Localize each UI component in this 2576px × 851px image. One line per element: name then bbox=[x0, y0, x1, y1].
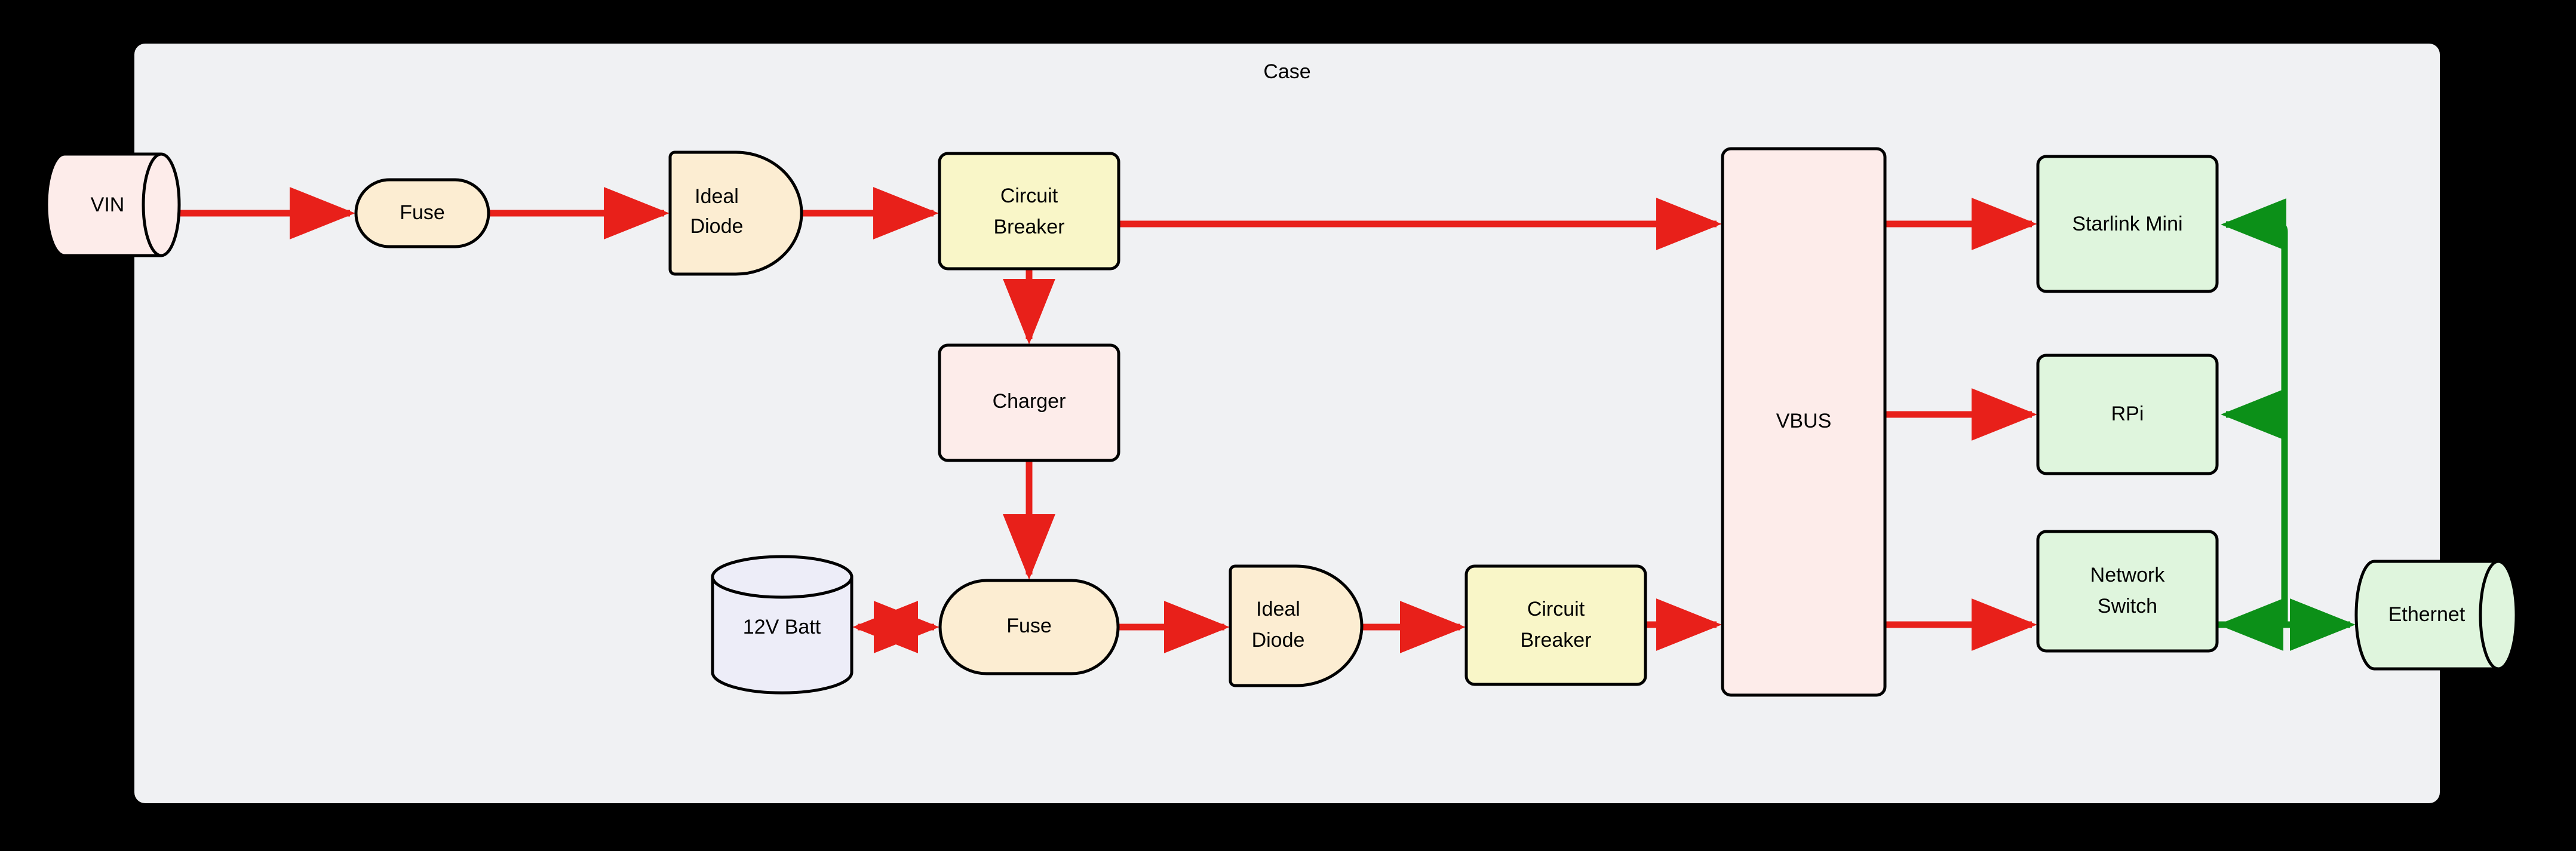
fuse-1-shape bbox=[354, 178, 490, 248]
circuit-breaker-2-shape bbox=[1464, 564, 1647, 686]
battery-top-ellipse bbox=[711, 555, 853, 599]
charger-label: Charger bbox=[993, 390, 1066, 413]
circuit-breaker-2-label-line1: Circuit bbox=[1527, 598, 1585, 620]
charger-shape bbox=[938, 343, 1120, 462]
vbus-label: VBUS bbox=[1776, 410, 1832, 432]
circuit-breaker-2-label-line2: Breaker bbox=[1520, 629, 1591, 652]
node-starlink-mini[interactable]: Starlink Mini bbox=[2036, 155, 2219, 293]
node-ethernet[interactable]: Ethernet bbox=[2354, 560, 2518, 671]
circuit-breaker-1-shape bbox=[938, 152, 1120, 271]
rpi-shape bbox=[2036, 354, 2219, 475]
network-switch-shape bbox=[2036, 530, 2219, 653]
starlink-mini-shape bbox=[2036, 155, 2219, 293]
ideal-diode-1-label-line1: Ideal bbox=[695, 185, 739, 208]
network-switch-label-line2: Switch bbox=[2098, 595, 2157, 617]
vin-label: VIN bbox=[91, 193, 125, 216]
case-label: Case bbox=[1263, 60, 1310, 83]
fuse-2-shape bbox=[938, 579, 1120, 675]
node-charger[interactable]: Charger bbox=[938, 343, 1120, 462]
data-edges bbox=[2217, 198, 2356, 651]
fuse-2-label: Fuse bbox=[1006, 615, 1052, 637]
node-circuit-breaker-2[interactable]: Circuit Breaker bbox=[1464, 564, 1647, 686]
power-edges bbox=[179, 187, 2037, 653]
node-fuse-1[interactable]: Fuse bbox=[354, 178, 490, 248]
node-network-switch[interactable]: Network Switch bbox=[2036, 530, 2219, 653]
edge-network-switch-to-starlink bbox=[2217, 198, 2288, 628]
battery-body bbox=[711, 575, 853, 695]
node-vin[interactable]: VIN bbox=[45, 152, 181, 257]
ideal-diode-1-label-line2: Diode bbox=[690, 215, 744, 238]
vbus-shape bbox=[1721, 147, 1887, 697]
ideal-diode-2-label-line1: Ideal bbox=[1256, 598, 1300, 620]
node-ideal-diode-1[interactable]: Ideal Diode bbox=[668, 150, 803, 276]
ethernet-label: Ethernet bbox=[2388, 603, 2466, 626]
circuit-breaker-1-label-line1: Circuit bbox=[1000, 185, 1058, 207]
rpi-label: RPi bbox=[2111, 403, 2144, 425]
starlink-mini-label: Starlink Mini bbox=[2072, 213, 2182, 235]
network-switch-label-line1: Network bbox=[2090, 564, 2166, 586]
circuit-breaker-1-label-line2: Breaker bbox=[993, 216, 1064, 238]
node-vbus[interactable]: VBUS bbox=[1721, 147, 1887, 697]
ideal-diode-1-shape bbox=[668, 150, 803, 276]
node-12v-battery[interactable]: 12V Batt bbox=[711, 555, 853, 695]
node-fuse-2[interactable]: Fuse bbox=[938, 579, 1120, 675]
vin-cylinder-cap bbox=[142, 152, 162, 257]
node-rpi[interactable]: RPi bbox=[2036, 354, 2219, 475]
node-circuit-breaker-1[interactable]: Circuit Breaker bbox=[938, 152, 1120, 271]
fuse-1-label: Fuse bbox=[400, 201, 445, 224]
ethernet-cylinder-cap bbox=[2479, 560, 2499, 671]
node-ideal-diode-2[interactable]: Ideal Diode bbox=[1229, 564, 1364, 687]
battery-label: 12V Batt bbox=[743, 616, 821, 638]
ideal-diode-2-shape bbox=[1229, 564, 1364, 687]
ideal-diode-2-label-line2: Diode bbox=[1252, 629, 1305, 652]
